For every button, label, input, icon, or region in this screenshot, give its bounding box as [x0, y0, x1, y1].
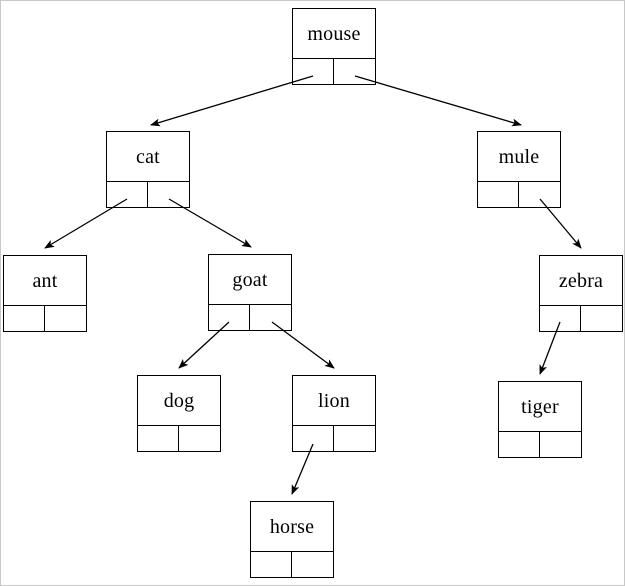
- node-right-pointer-ant[interactable]: [45, 306, 86, 331]
- tree-node-zebra[interactable]: zebra: [539, 255, 623, 332]
- node-right-pointer-goat[interactable]: [250, 305, 291, 330]
- tree-node-mule[interactable]: mule: [477, 131, 561, 208]
- node-pointer-cells-mule: [478, 182, 560, 207]
- node-pointer-cells-lion: [293, 426, 375, 451]
- node-right-pointer-mouse[interactable]: [334, 59, 375, 84]
- node-left-pointer-tiger[interactable]: [499, 432, 540, 457]
- node-label-tiger: tiger: [499, 382, 581, 432]
- node-pointer-cells-mouse: [293, 59, 375, 84]
- node-right-pointer-horse[interactable]: [292, 552, 333, 577]
- node-label-mule: mule: [478, 132, 560, 182]
- node-pointer-cells-horse: [251, 552, 333, 577]
- node-pointer-cells-zebra: [540, 306, 622, 331]
- node-left-pointer-horse[interactable]: [251, 552, 292, 577]
- node-label-zebra: zebra: [540, 256, 622, 306]
- node-label-mouse: mouse: [293, 9, 375, 59]
- node-right-pointer-mule[interactable]: [519, 182, 560, 207]
- node-pointer-cells-goat: [209, 305, 291, 330]
- node-pointer-cells-cat: [107, 182, 189, 207]
- tree-node-mouse[interactable]: mouse: [292, 8, 376, 85]
- node-label-cat: cat: [107, 132, 189, 182]
- tree-node-goat[interactable]: goat: [208, 254, 292, 331]
- node-label-goat: goat: [209, 255, 291, 305]
- node-right-pointer-tiger[interactable]: [540, 432, 581, 457]
- tree-node-dog[interactable]: dog: [137, 375, 221, 452]
- node-left-pointer-cat[interactable]: [107, 182, 148, 207]
- node-left-pointer-goat[interactable]: [209, 305, 250, 330]
- node-label-lion: lion: [293, 376, 375, 426]
- node-left-pointer-lion[interactable]: [293, 426, 334, 451]
- node-pointer-cells-ant: [4, 306, 86, 331]
- tree-node-cat[interactable]: cat: [106, 131, 190, 208]
- node-label-ant: ant: [4, 256, 86, 306]
- node-left-pointer-mouse[interactable]: [293, 59, 334, 84]
- node-pointer-cells-dog: [138, 426, 220, 451]
- tree-node-lion[interactable]: lion: [292, 375, 376, 452]
- node-label-horse: horse: [251, 502, 333, 552]
- node-right-pointer-cat[interactable]: [148, 182, 189, 207]
- node-left-pointer-zebra[interactable]: [540, 306, 581, 331]
- node-left-pointer-mule[interactable]: [478, 182, 519, 207]
- node-right-pointer-dog[interactable]: [179, 426, 220, 451]
- node-pointer-cells-tiger: [499, 432, 581, 457]
- node-right-pointer-zebra[interactable]: [581, 306, 622, 331]
- node-right-pointer-lion[interactable]: [334, 426, 375, 451]
- tree-edge-arrow-mouse-mule: [354, 75, 522, 127]
- node-left-pointer-dog[interactable]: [138, 426, 179, 451]
- tree-node-ant[interactable]: ant: [3, 255, 87, 332]
- tree-node-horse[interactable]: horse: [250, 501, 334, 578]
- node-left-pointer-ant[interactable]: [4, 306, 45, 331]
- node-label-dog: dog: [138, 376, 220, 426]
- tree-node-tiger[interactable]: tiger: [498, 381, 582, 458]
- tree-edge-arrow-mouse-cat: [150, 75, 314, 127]
